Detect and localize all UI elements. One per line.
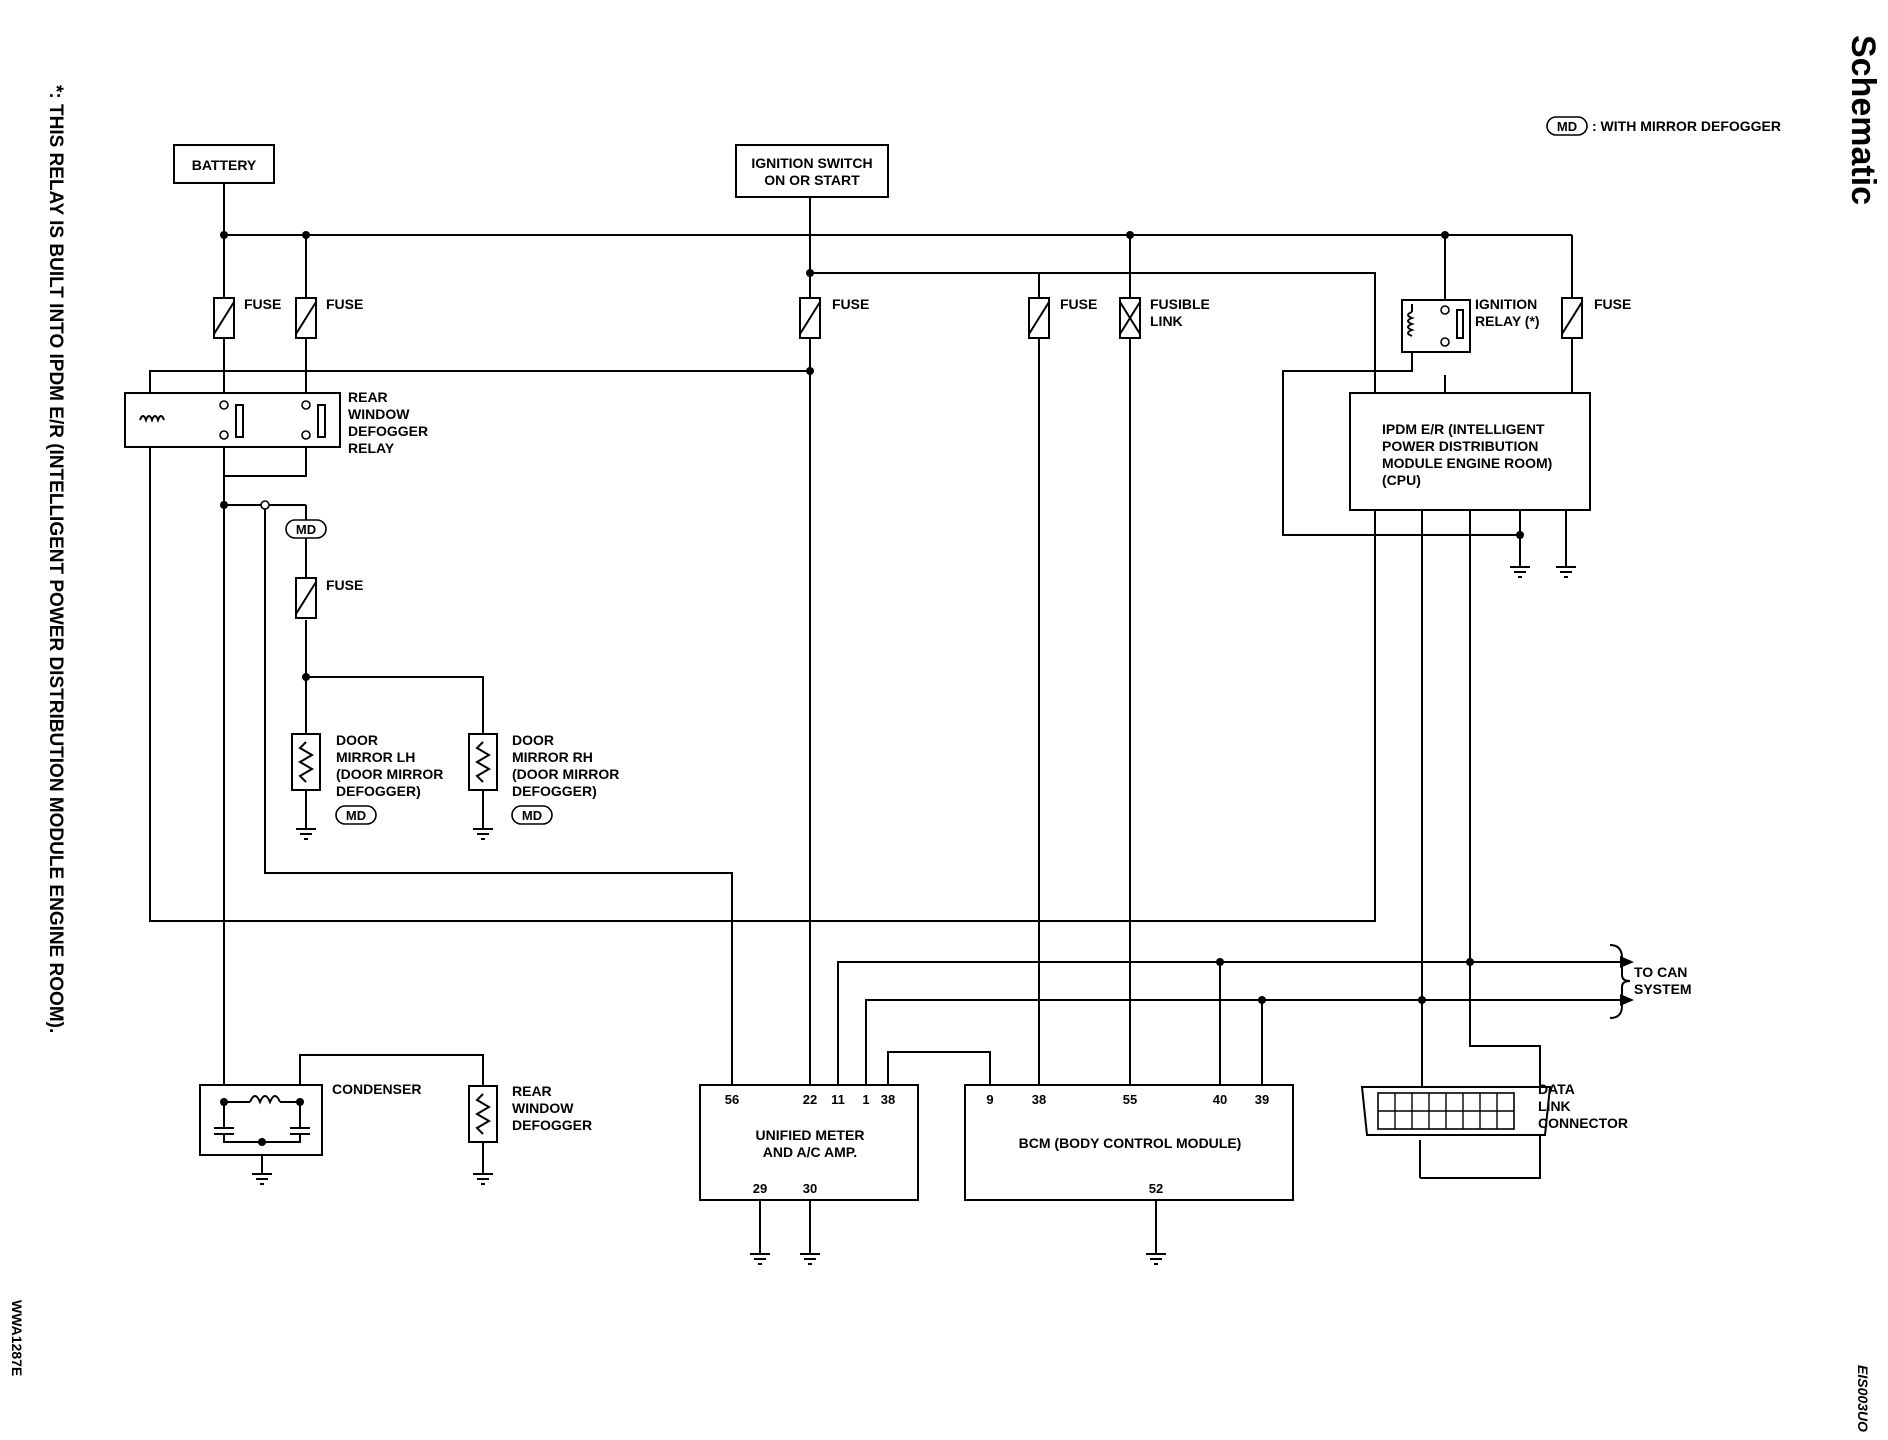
ignition-relay-line1: IGNITION <box>1475 296 1537 312</box>
bcm-pin-9: 9 <box>986 1092 993 1107</box>
can-label: TO CAN SYSTEM <box>1634 964 1692 997</box>
unified-meter-box: 56 22 11 1 38 UNIFIED METER AND A/C AMP.… <box>699 1084 919 1201</box>
md-badge-branch: MD <box>285 519 327 539</box>
can-arrows <box>1609 944 1634 1019</box>
meter-pin-29: 29 <box>753 1181 767 1196</box>
ipdm-line4: (CPU) <box>1382 472 1421 488</box>
ignition-switch-line2: ON OR START <box>764 172 860 188</box>
can-line2: SYSTEM <box>1634 981 1692 997</box>
fuse-5-label: FUSE <box>1594 296 1631 312</box>
ipdm-box: IPDM E/R (INTELLIGENT POWER DISTRIBUTION… <box>1349 392 1591 511</box>
fuse-1: FUSE <box>213 296 281 339</box>
page-title: Schematic <box>1844 35 1882 205</box>
condenser-label: CONDENSER <box>332 1081 421 1097</box>
fuse-1-label: FUSE <box>244 296 281 312</box>
rear-relay-line1: REAR <box>348 389 388 405</box>
rear-defogger-relay: REAR WINDOW DEFOGGER RELAY <box>124 389 428 456</box>
bcm-pin-40: 40 <box>1213 1092 1227 1107</box>
meter-pin-22: 22 <box>803 1092 817 1107</box>
door-mirror-lh-line2: MIRROR LH <box>336 749 415 765</box>
ignition-switch-line1: IGNITION SWITCH <box>751 155 872 171</box>
bcm-pin-39: 39 <box>1255 1092 1269 1107</box>
rear-defogger-line2: WINDOW <box>512 1100 574 1116</box>
rear-relay-line4: RELAY <box>348 440 395 456</box>
meter-pin-30: 30 <box>803 1181 817 1196</box>
fuse-5: FUSE <box>1561 296 1631 339</box>
door-mirror-rh-line2: MIRROR RH <box>512 749 593 765</box>
door-mirror-lh-line3: (DOOR MIRROR <box>336 766 443 782</box>
dlc-line1: DATA <box>1538 1081 1575 1097</box>
battery-label: BATTERY <box>192 157 257 173</box>
door-mirror-lh-line4: DEFOGGER) <box>336 783 421 799</box>
doc-code: EIS003UO <box>1855 1365 1871 1432</box>
fusible-link-line2: LINK <box>1150 313 1183 329</box>
door-mirror-rh-line3: (DOOR MIRROR <box>512 766 619 782</box>
door-mirror-lh: DOOR MIRROR LH (DOOR MIRROR DEFOGGER) MD <box>291 732 443 825</box>
footnote: *: THIS RELAY IS BUILT INTO IPDM E/R (IN… <box>45 85 66 1033</box>
fuse-2: FUSE <box>295 296 363 339</box>
ipdm-line3: MODULE ENGINE ROOM) <box>1382 455 1552 471</box>
meter-pin-38: 38 <box>881 1092 895 1107</box>
fuse-4-label: FUSE <box>1060 296 1097 312</box>
dlc-line2: LINK <box>1538 1098 1571 1114</box>
fuse-6-label: FUSE <box>326 577 363 593</box>
meter-line2: AND A/C AMP. <box>763 1144 857 1160</box>
fusible-link-line1: FUSIBLE <box>1150 296 1210 312</box>
meter-pin-11: 11 <box>831 1092 845 1107</box>
door-mirror-rh: DOOR MIRROR RH (DOOR MIRROR DEFOGGER) MD <box>468 732 619 825</box>
meter-pin-56: 56 <box>725 1092 739 1107</box>
bcm-box: 9 38 55 40 39 BCM (BODY CONTROL MODULE) … <box>964 1084 1294 1201</box>
wires <box>149 182 1620 1240</box>
fuse-2-label: FUSE <box>326 296 363 312</box>
legend: MD : WITH MIRROR DEFOGGER <box>1546 116 1781 136</box>
bcm-pin-38: 38 <box>1032 1092 1046 1107</box>
ignition-switch-box: IGNITION SWITCH ON OR START <box>735 144 889 198</box>
meter-line1: UNIFIED METER <box>756 1127 865 1143</box>
legend-text: : WITH MIRROR DEFOGGER <box>1592 118 1781 134</box>
condenser: CONDENSER <box>199 1081 421 1156</box>
fuse-6: FUSE <box>295 577 363 619</box>
rear-window-defogger: REAR WINDOW DEFOGGER <box>468 1083 592 1143</box>
bcm-pin-52: 52 <box>1149 1181 1163 1196</box>
junctions <box>220 231 1524 1146</box>
ignition-relay: IGNITION RELAY (*) <box>1401 296 1540 353</box>
legend-badge: MD <box>1557 119 1577 134</box>
battery-box: BATTERY <box>173 144 275 184</box>
md-badge-lh: MD <box>346 808 366 823</box>
fuse-3-label: FUSE <box>832 296 869 312</box>
bcm-label: BCM (BODY CONTROL MODULE) <box>1019 1135 1242 1151</box>
ignition-relay-line2: RELAY (*) <box>1475 313 1540 329</box>
ipdm-line1: IPDM E/R (INTELLIGENT <box>1382 421 1545 437</box>
figure-code: WWA1287E <box>9 1300 25 1376</box>
rear-defogger-line3: DEFOGGER <box>512 1117 592 1133</box>
data-link-connector: DATA LINK CONNECTOR <box>1360 1081 1628 1136</box>
rear-relay-line2: WINDOW <box>348 406 410 422</box>
fuse-3: FUSE <box>799 296 869 339</box>
fusible-link: FUSIBLE LINK <box>1119 296 1210 339</box>
door-mirror-rh-line1: DOOR <box>512 732 554 748</box>
rear-relay-line3: DEFOGGER <box>348 423 428 439</box>
ipdm-line2: POWER DISTRIBUTION <box>1382 438 1538 454</box>
fuse-4: FUSE <box>1028 296 1097 339</box>
can-line1: TO CAN <box>1634 964 1687 980</box>
dlc-line3: CONNECTOR <box>1538 1115 1628 1131</box>
meter-pin-1: 1 <box>862 1092 869 1107</box>
door-mirror-lh-line1: DOOR <box>336 732 378 748</box>
door-mirror-rh-line4: DEFOGGER) <box>512 783 597 799</box>
rear-defogger-line1: REAR <box>512 1083 552 1099</box>
bcm-pin-55: 55 <box>1123 1092 1137 1107</box>
md-badge-rh: MD <box>522 808 542 823</box>
md-badge-branch-text: MD <box>296 522 316 537</box>
